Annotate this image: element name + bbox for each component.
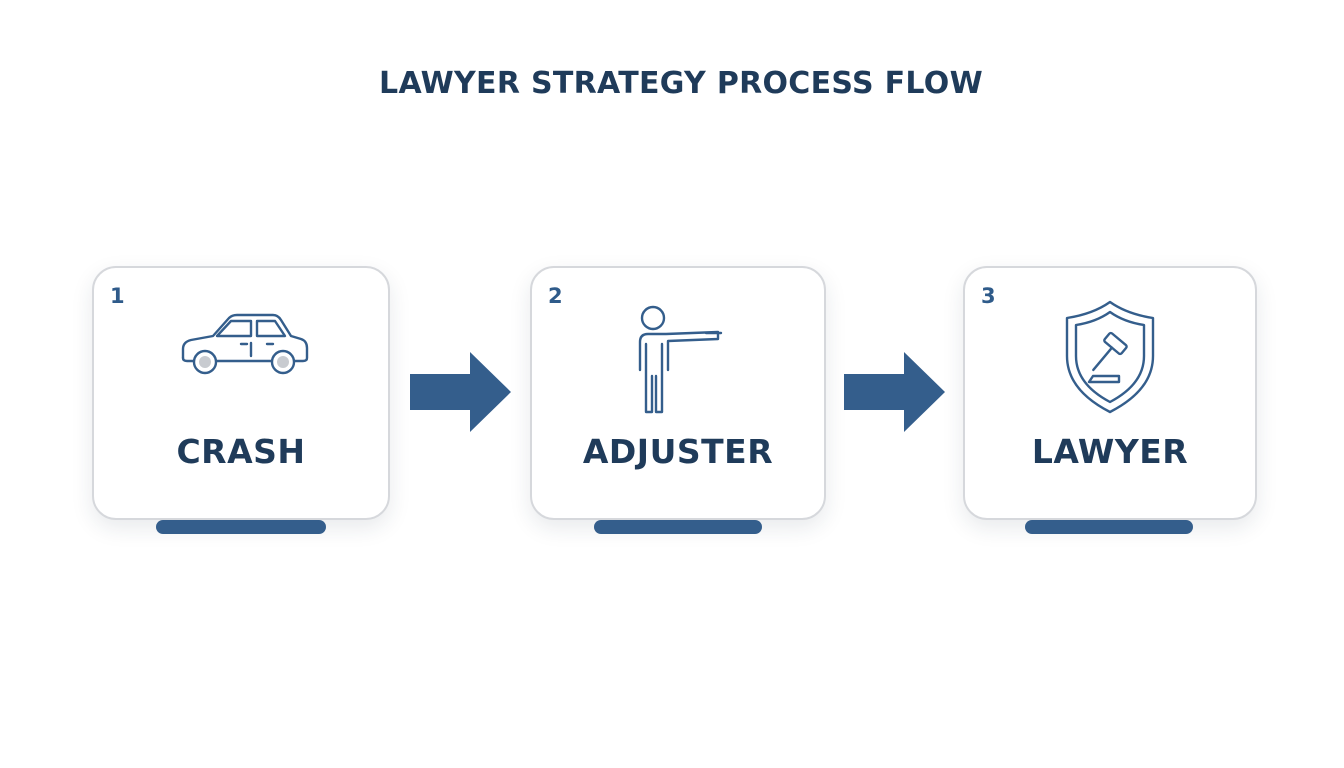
arrow-right-icon [844, 352, 948, 438]
step-number: 3 [981, 284, 996, 308]
diagram-title: LAWYER STRATEGY PROCESS FLOW [379, 66, 983, 101]
step-underline [594, 520, 762, 534]
step-card-crash: 1 CRASH [92, 266, 390, 520]
step-label: CRASH [176, 432, 306, 471]
step-card-adjuster: 2 ADJUSTER [530, 266, 826, 520]
step-number: 2 [548, 284, 563, 308]
arrow-right-icon [410, 352, 514, 438]
step-number: 1 [110, 284, 125, 308]
step-underline [156, 520, 326, 534]
person-pointing-icon [532, 298, 824, 418]
car-icon [94, 298, 388, 418]
step-label: ADJUSTER [582, 432, 774, 471]
step-card-lawyer: 3 LAWYER [963, 266, 1257, 520]
step-label: LAWYER [1031, 432, 1189, 471]
step-underline [1025, 520, 1193, 534]
shield-gavel-icon [965, 298, 1255, 418]
